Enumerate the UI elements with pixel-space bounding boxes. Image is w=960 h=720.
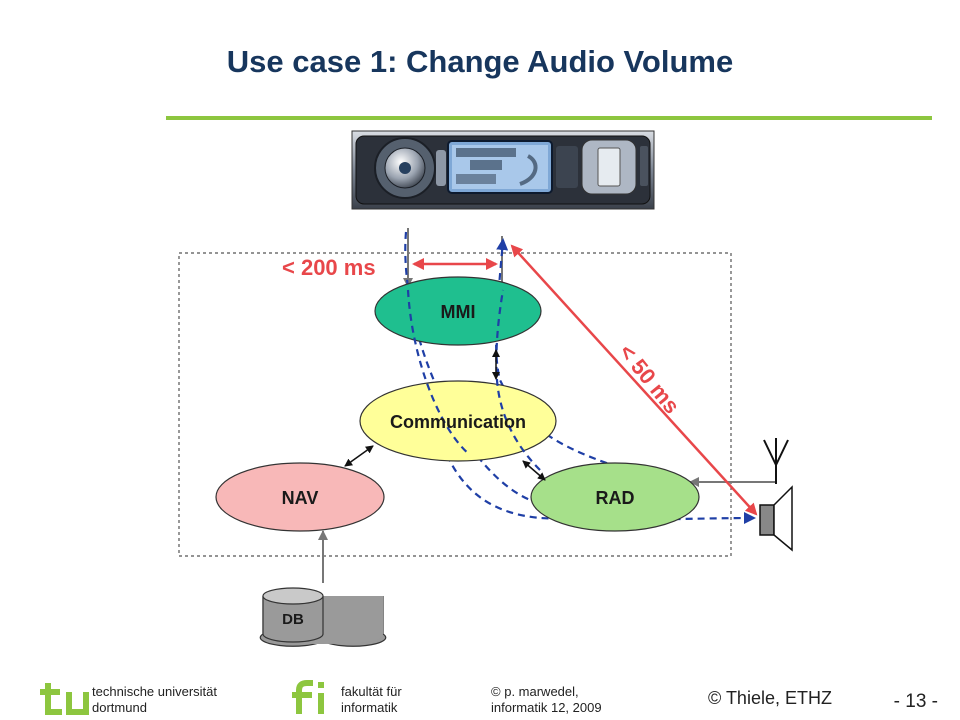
faculty-line-1: fakultät für [341,684,402,699]
university-line-2: dortmund [92,700,147,715]
audio-latency-label: < 50 ms [614,339,685,418]
db-label: DB [282,611,304,628]
audio-latency-arrow [510,244,758,516]
comm-nav-connector [344,445,374,467]
image-credit: © Thiele, ETHZ [708,688,832,708]
nav-label: NAV [282,488,319,508]
comm-rad-connector [522,460,546,481]
nav-node [215,462,385,532]
audio-flow-path [446,454,756,525]
mmi-label: MMI [441,302,476,322]
car-radio-image [351,130,655,210]
control-flow-overlay [406,289,471,456]
title-divider [166,116,932,120]
speaker-icon [759,485,793,552]
university-line-1: technische universität [92,684,218,699]
author-info: © p. marwedel, informatik 12, 2009 [491,684,602,716]
slide-title: Use case 1: Change Audio Volume [226,44,734,79]
university-name: technische universität dortmund [92,684,217,716]
database-cylinder [262,587,324,643]
tu-logo [40,683,89,715]
copyright-symbol: © [491,684,501,699]
response-time-label: < 200 ms [282,255,376,280]
faculty-line-2: informatik [341,700,398,715]
page-number: - 13 - [893,691,938,712]
author-line-1: p. marwedel, [504,684,579,699]
antenna-icon [763,438,789,484]
author-line-2: informatik 12, 2009 [491,700,602,715]
rad-label: RAD [596,488,635,508]
faculty-name: fakultät für informatik [341,684,402,716]
antenna-to-rad-arrow [689,468,777,487]
fi-logo [292,680,324,714]
communication-label: Communication [390,412,526,432]
